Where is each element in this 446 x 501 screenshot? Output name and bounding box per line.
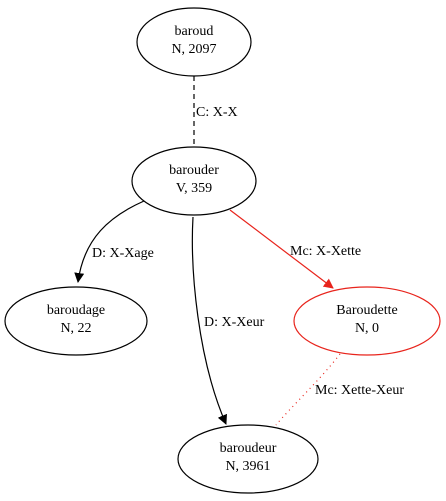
edge-label-baroudette-baroudeur: Mc: Xette-Xeur xyxy=(315,383,404,398)
edge-barouder-baroudage xyxy=(74,200,145,283)
node-baroudette-info: N, 0 xyxy=(355,321,379,336)
node-baroud[interactable]: baroud N, 2097 xyxy=(136,7,252,77)
node-baroudeur-shape xyxy=(177,424,319,494)
node-baroudeur-info: N, 3961 xyxy=(225,459,270,474)
nodes: baroud N, 2097 barouder V, 359 baroudage… xyxy=(4,7,441,494)
edge-label-barouder-baroudage: D: X-Xage xyxy=(92,246,154,261)
node-baroud-shape xyxy=(136,7,252,77)
edge-baroudette-baroudeur xyxy=(275,353,341,426)
node-baroudage-shape xyxy=(4,286,148,356)
edge-barouder-baroudeur xyxy=(191,216,227,425)
edge-label-barouder-baroudeur: D: X-Xeur xyxy=(204,315,265,330)
node-baroudette-word: Baroudette xyxy=(336,303,397,318)
node-barouder-shape xyxy=(131,146,257,216)
node-baroudage[interactable]: baroudage N, 22 xyxy=(4,286,148,356)
node-baroudeur-word: baroudeur xyxy=(220,441,277,456)
node-baroud-info: N, 2097 xyxy=(171,42,216,57)
edges: C: X-X D: X-Xage D: X-Xeur Mc: X-Xette M… xyxy=(74,76,404,426)
node-baroudette-shape xyxy=(293,286,441,356)
node-baroudage-info: N, 22 xyxy=(60,321,91,336)
edge-label-baroud-barouder: C: X-X xyxy=(196,105,238,120)
edge-barouder-baroudette xyxy=(229,209,334,289)
node-baroud-word: baroud xyxy=(175,24,214,39)
node-baroudeur[interactable]: baroudeur N, 3961 xyxy=(177,424,319,494)
node-barouder[interactable]: barouder V, 359 xyxy=(131,146,257,216)
node-barouder-word: barouder xyxy=(169,163,219,178)
node-barouder-info: V, 359 xyxy=(176,181,212,196)
edge-label-barouder-baroudette: Mc: X-Xette xyxy=(290,244,361,259)
node-baroudette[interactable]: Baroudette N, 0 xyxy=(293,286,441,356)
node-baroudage-word: baroudage xyxy=(47,303,105,318)
